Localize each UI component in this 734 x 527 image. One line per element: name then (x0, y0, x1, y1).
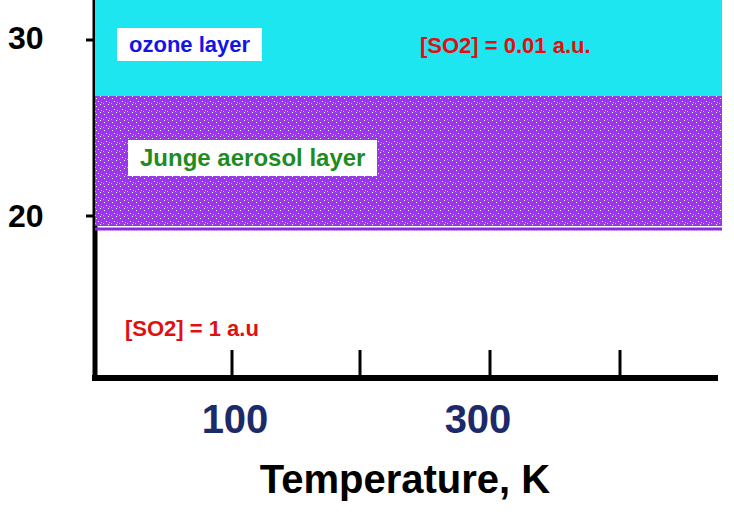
x-tick (619, 350, 622, 378)
x-axis (92, 375, 718, 381)
axis-tick-label: 100 (202, 396, 269, 442)
x-tick (231, 350, 234, 378)
axis-tick-label: 30 (8, 20, 44, 57)
layer-name: ozone layer (117, 28, 262, 61)
axis-tick-label: 20 (8, 198, 44, 235)
layer-boundary (95, 228, 722, 231)
ozone-band: ozone layer [SO2] = 0.01 a.u. (95, 0, 722, 96)
axis-title: Temperature, K (260, 456, 550, 502)
aerosol-band: Junge aerosol layer (95, 96, 722, 226)
layer-name: Junge aerosol layer (128, 140, 377, 176)
axis-tick-label: 300 (445, 396, 512, 442)
concentration-label: [SO2] = 1 a.u (125, 316, 259, 341)
x-tick (489, 350, 492, 378)
concentration-label: [SO2] = 0.01 a.u. (420, 33, 591, 58)
x-tick (359, 350, 362, 378)
